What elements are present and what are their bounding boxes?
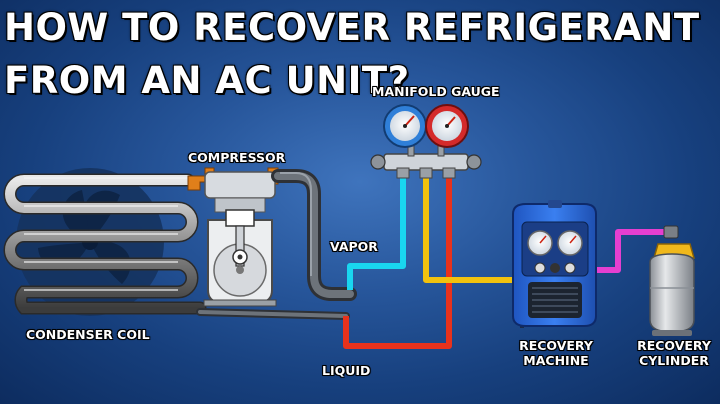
condenser-coil-label: CONDENSER COIL (26, 327, 150, 342)
vapor-hose (347, 176, 406, 290)
manifold-gauge-icon (370, 104, 482, 179)
recovery-cylinder-label-line-2: CYLINDER (639, 353, 709, 368)
liquid-hose (343, 176, 452, 349)
recovery-machine-icon (512, 200, 597, 328)
recovery-cylinder-label: RECOVERY CYLINDER (632, 338, 716, 368)
vapor-label: VAPOR (330, 239, 378, 254)
liquid-label: LIQUID (322, 363, 371, 378)
low-side-gauge (383, 104, 427, 148)
title-line-2: FROM AN AC UNIT? (4, 59, 410, 102)
high-side-gauge (425, 104, 469, 148)
discharge-pipe (271, 169, 357, 301)
compressor-label: COMPRESSOR (188, 150, 286, 165)
recovery-machine-label: RECOVERY MACHINE (514, 338, 598, 368)
liquid-pipe (196, 308, 350, 320)
cylinder-hose (585, 229, 668, 273)
manifold-gauge-label: MANIFOLD GAUGE (372, 84, 500, 99)
recovery-machine-label-line-1: RECOVERY (519, 338, 593, 353)
refrigerant-cylinder-icon (649, 225, 695, 336)
machine-hose (423, 176, 540, 283)
recovery-cylinder-label-line-1: RECOVERY (637, 338, 711, 353)
condenser-coil (3, 168, 207, 316)
compressor-icon (187, 167, 279, 307)
recovery-machine-label-line-2: MACHINE (523, 353, 589, 368)
title-line-1: HOW TO RECOVER REFRIGERANT (4, 6, 700, 49)
